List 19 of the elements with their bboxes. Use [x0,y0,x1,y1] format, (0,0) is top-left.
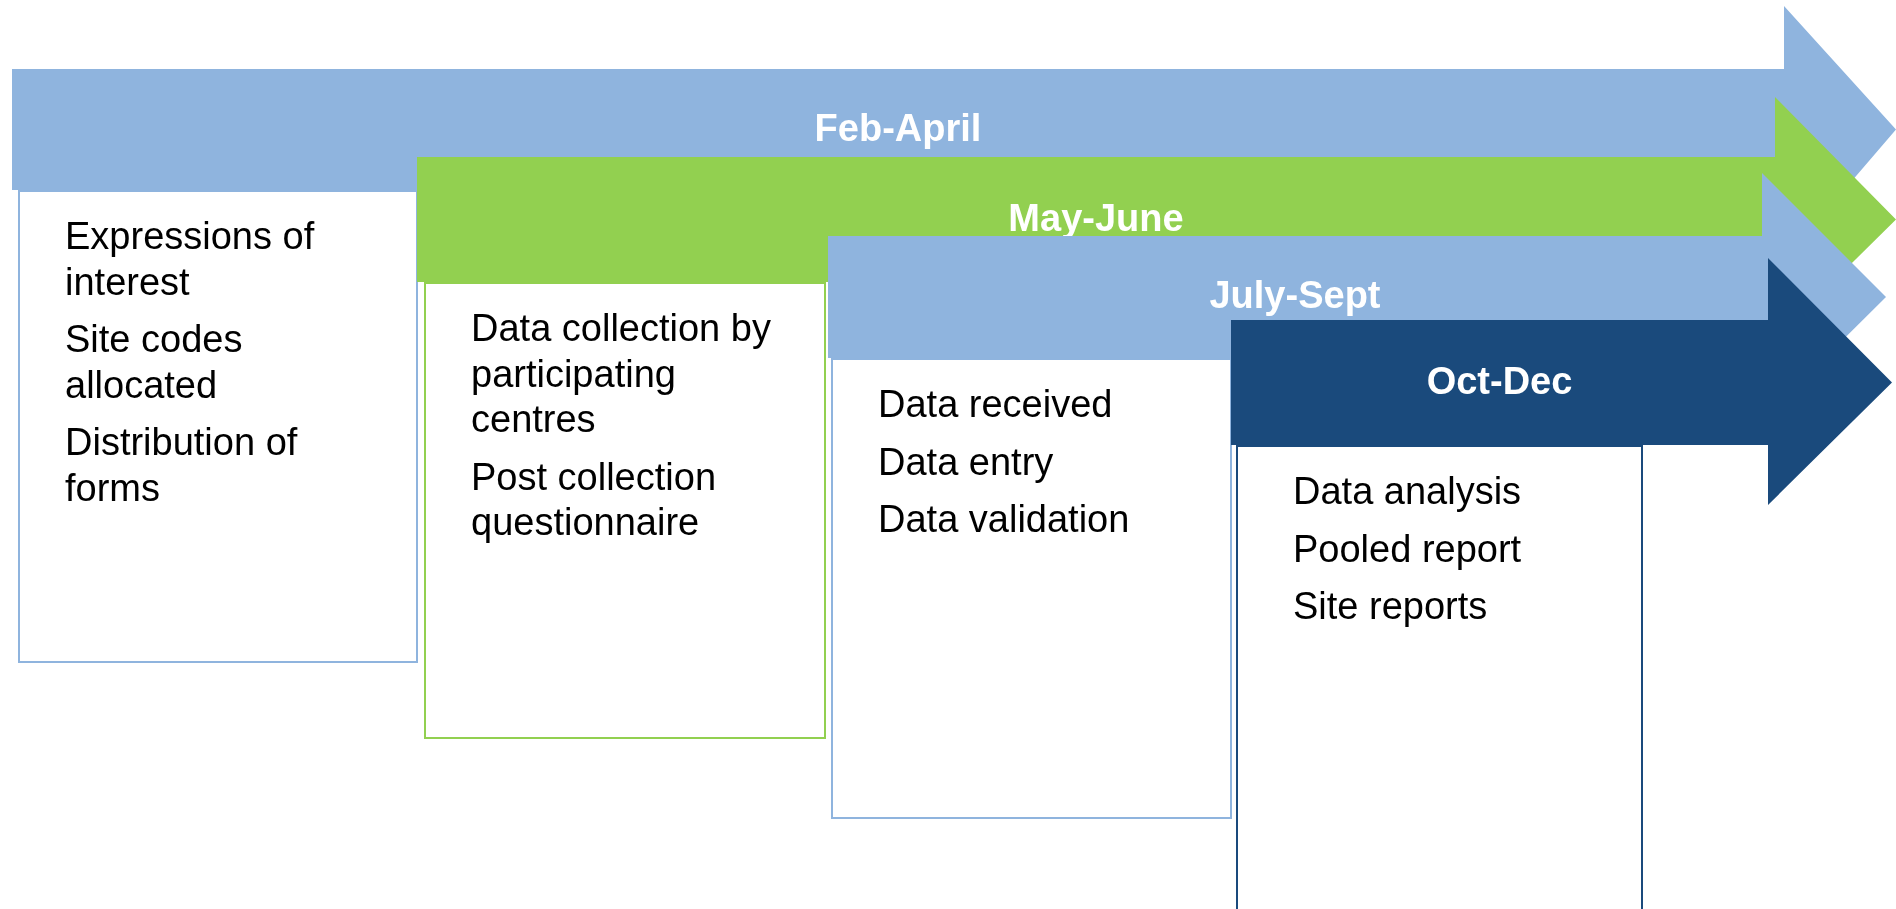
task-text: Distribution of forms [65,420,299,511]
task-box [831,358,1232,819]
period-label: July-Sept [1208,274,1382,317]
period-label: May-June [1007,196,1185,240]
task-text: Data analysis [1293,469,1523,514]
task-text: Pooled report [1293,526,1523,572]
period-label: Oct-Dec [1425,359,1574,403]
period-label: Feb-April [813,106,983,150]
task-text: Site reports [1293,584,1489,630]
task-text: Post collection questionnaire [471,454,717,546]
task-text: Data collection by participating centres [471,306,772,443]
task-box [1236,445,1643,909]
task-text: Site codes allocated [65,317,244,408]
task-box [18,190,418,663]
task-text: Data validation [878,497,1131,543]
task-box [424,282,826,739]
task-text: Expressions of interest [65,214,316,305]
task-text: Data received [878,382,1114,427]
task-text: Data entry [878,439,1055,485]
